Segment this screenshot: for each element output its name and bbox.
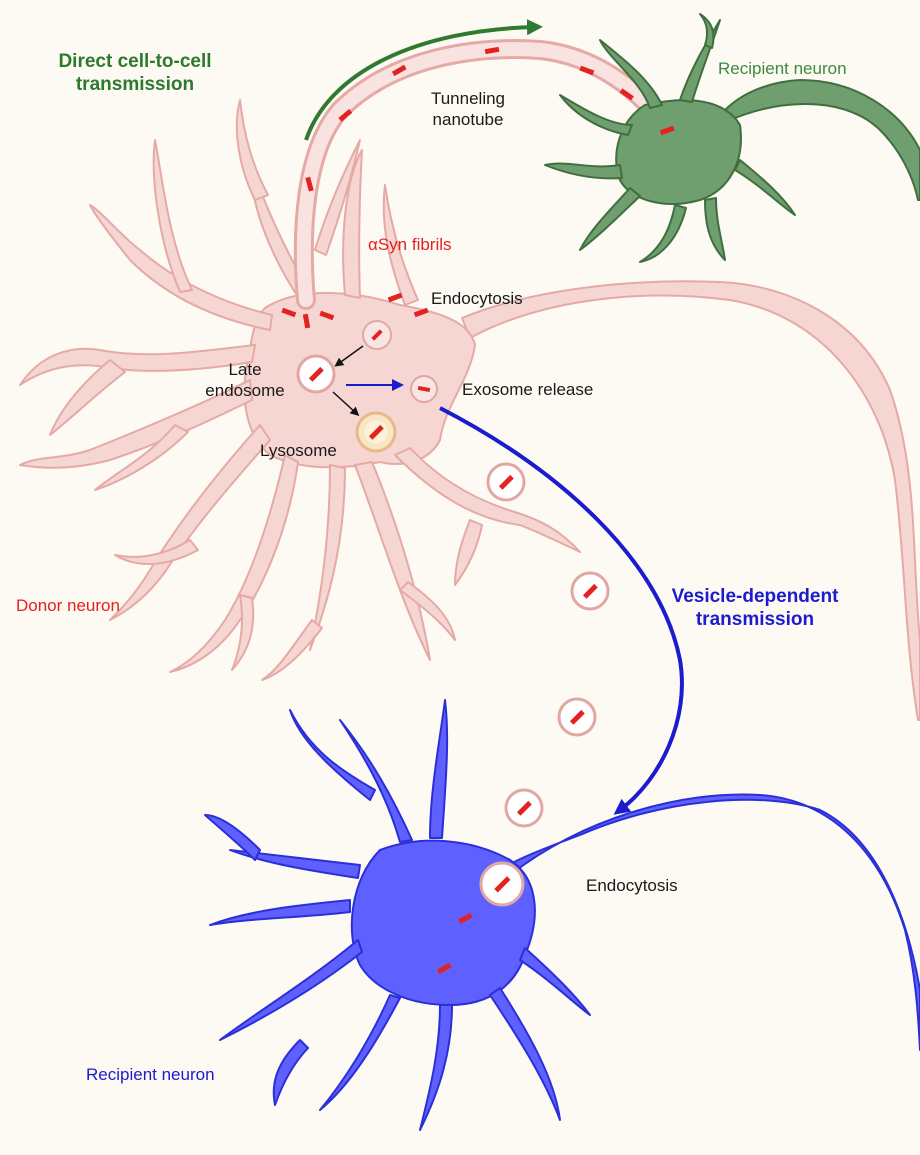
released-vesicle: [559, 699, 595, 735]
donor-neuron-label: Donor neuron: [16, 595, 120, 616]
tunneling-nanotube-label: Tunneling nanotube: [408, 88, 528, 130]
direct-transmission-line1: Direct cell-to-cell: [20, 50, 250, 73]
asyn-fibrils-label: αSyn fibrils: [368, 234, 452, 255]
internalized-vesicle: [481, 863, 523, 905]
tunneling-line1: Tunneling: [408, 88, 528, 109]
recipient-neuron-top-label: Recipient neuron: [718, 58, 847, 79]
lysosome-label: Lysosome: [260, 440, 337, 461]
exosome-release-label: Exosome release: [462, 379, 593, 400]
tunneling-line2: nanotube: [408, 109, 528, 130]
exosome-vesicle: [411, 376, 437, 402]
endocytosis-recipient-label: Endocytosis: [586, 875, 678, 896]
recipient-neuron-bottom: [205, 700, 920, 1130]
late-endosome: [298, 356, 334, 392]
released-vesicle: [506, 790, 542, 826]
late-endosome-line1: Late: [195, 359, 295, 380]
recipient-neuron-bottom-label: Recipient neuron: [86, 1064, 215, 1085]
donor-axon: [462, 281, 920, 720]
vesicle-transmission-line2: transmission: [640, 608, 870, 631]
endocytosis-donor-label: Endocytosis: [431, 288, 523, 309]
direct-transmission-line2: transmission: [20, 73, 250, 96]
recipient-neuron-top: [545, 14, 920, 262]
released-vesicle: [488, 464, 524, 500]
released-vesicle: [572, 573, 608, 609]
late-endosome-line2: endosome: [195, 380, 295, 401]
vesicle-transmission-line1: Vesicle-dependent: [640, 585, 870, 608]
vesicle-transmission-title: Vesicle-dependent transmission: [640, 585, 870, 631]
direct-transmission-title: Direct cell-to-cell transmission: [20, 50, 250, 96]
lysosome: [357, 413, 395, 451]
endocytosis-vesicle: [363, 321, 391, 349]
late-endosome-label: Late endosome: [195, 359, 295, 401]
